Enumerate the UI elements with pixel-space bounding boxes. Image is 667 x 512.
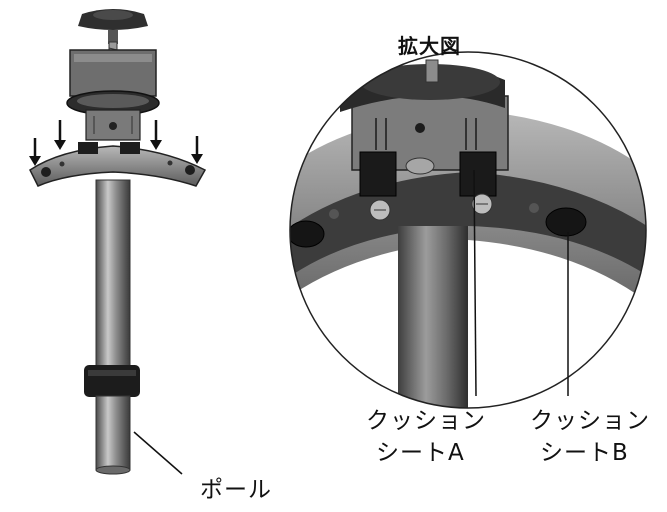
stand-illustration	[29, 9, 207, 475]
cushion-a-label-line2: シートA	[376, 440, 465, 466]
cushion-b-label-line2: シートB	[540, 440, 629, 466]
cushion-sheet-a	[359, 151, 397, 197]
cushion-a-label-line1: クッション	[366, 408, 486, 434]
cushion-sheet-b	[545, 207, 587, 237]
clamp-knob	[78, 9, 148, 44]
clamp-bracket	[66, 49, 160, 141]
downward-arrows	[29, 120, 203, 166]
base-plate	[29, 142, 207, 187]
zoom-detail	[289, 51, 647, 409]
pole-leader-line	[133, 431, 183, 475]
cushion-b-label-line1: クッション	[530, 408, 650, 434]
pole	[84, 179, 140, 475]
zoom-title: 拡大図	[398, 34, 461, 58]
pole-label: ポール	[200, 477, 272, 503]
cushion-a-leader-line	[473, 169, 477, 397]
